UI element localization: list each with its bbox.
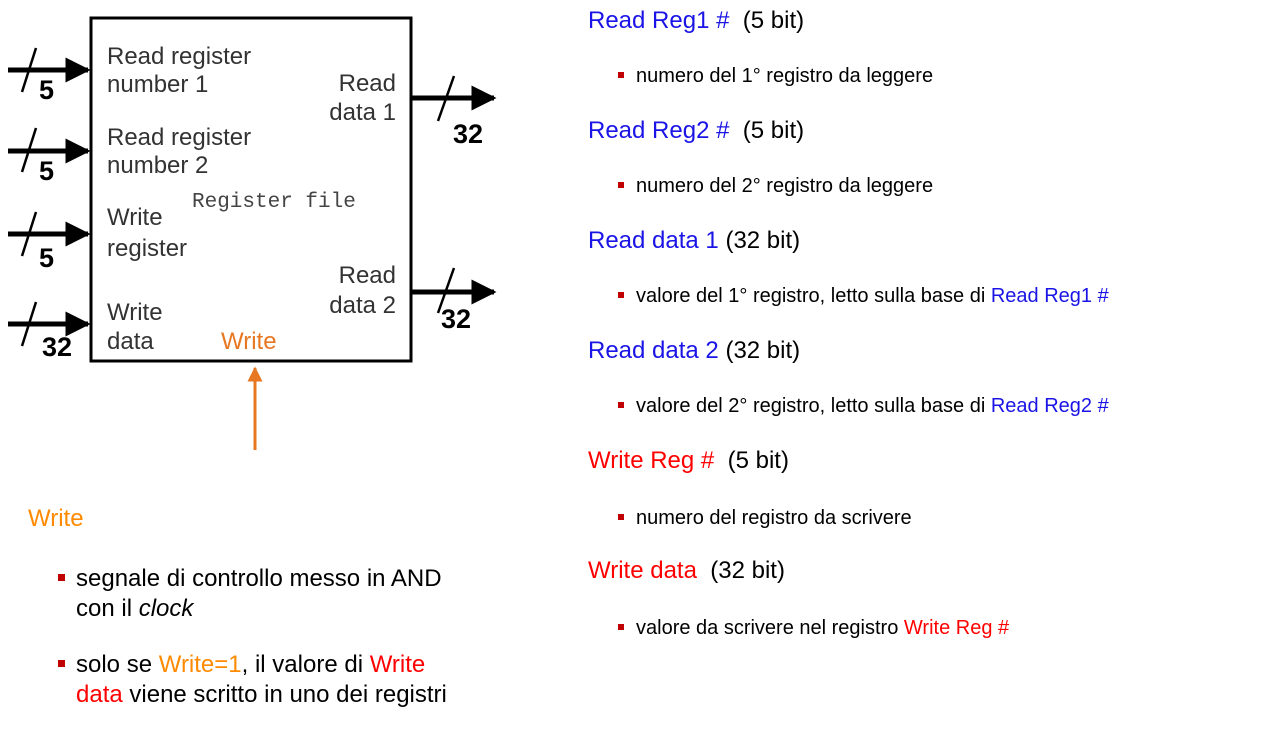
bullet-marker (618, 71, 624, 78)
input-2-label-line2: number 2 (107, 152, 208, 179)
write-reg-heading: Write Reg # (5 bit) (588, 447, 789, 475)
bullet-marker (618, 291, 624, 298)
read-data1-bullet: valore del 1° registro, letto sulla base… (618, 284, 1109, 308)
input-3-width: 5 (39, 243, 54, 273)
input-1-width: 5 (39, 75, 54, 105)
bullet-marker (618, 623, 624, 630)
read-data2-label: Read data 2 (588, 337, 719, 364)
bullet-marker (58, 574, 65, 582)
write-data-desc: valore da scrivere nel registro (636, 617, 904, 639)
write-data-heading: Write data (32 bit) (588, 557, 785, 585)
read-data1-bits: (32 bit) (718, 227, 801, 254)
output-1-bus-slash (436, 75, 456, 122)
read-data1-ref: Read Reg1 # (990, 285, 1109, 307)
write-data-label: Write data (588, 557, 697, 584)
output-2-label-line1: Read (339, 262, 396, 289)
write-data-ref: Write Reg # (903, 617, 1010, 639)
read-data1-heading: Read data 1 (32 bit) (588, 227, 800, 255)
output-2-label-line2: data 2 (329, 292, 396, 319)
write-bullet-2-post: viene scritto in uno dei registri (122, 681, 447, 708)
write-reg-label: Write Reg # (588, 447, 715, 474)
input-1-bus-slash (20, 47, 38, 93)
register-file-title: Register file (192, 191, 356, 214)
bullet-marker (618, 181, 624, 188)
write-bullet-2-pre: solo se (76, 651, 159, 678)
read-data2-ref: Read Reg2 # (990, 395, 1109, 417)
read-data2-bits: (32 bit) (718, 337, 801, 364)
read-reg2-bits: (5 bit) (729, 117, 805, 144)
read-data1-label: Read data 1 (588, 227, 719, 254)
write-bullet-1-text-a: segnale di controllo messo in AND (76, 565, 442, 592)
input-2-width: 5 (39, 156, 54, 186)
read-reg1-bits: (5 bit) (729, 7, 805, 34)
read-data1-desc: valore del 1° registro, letto sulla base… (636, 285, 991, 307)
bullet-marker (618, 513, 624, 520)
output-2-bus-slash (436, 267, 456, 314)
read-reg1-desc: numero del 1° registro da leggere (636, 65, 934, 87)
write-bullet-2-data: data (76, 681, 123, 708)
input-1-label-line2: number 1 (107, 71, 208, 98)
input-1-label-line1: Read register (107, 43, 251, 70)
input-3-label-line2: register (107, 235, 187, 262)
write-data-bullet: valore da scrivere nel registro Write Re… (618, 616, 1009, 640)
write-bullet-2-write: Write (369, 651, 426, 678)
output-1-label-line1: Read (339, 70, 396, 97)
write-bullet-1-text-b: con il (76, 595, 139, 622)
write-reg-bullet: numero del registro da scrivere (618, 506, 912, 530)
write-bullet-1-clock: clock (138, 595, 194, 622)
read-reg1-bullet: numero del 1° registro da leggere (618, 64, 933, 88)
write-reg-desc: numero del registro da scrivere (636, 507, 912, 529)
read-reg2-desc: numero del 2° registro da leggere (636, 175, 934, 197)
register-file-diagram: Read register number 1 Read register num… (8, 16, 497, 450)
bullet-marker (58, 660, 65, 668)
bullet-marker (618, 401, 624, 408)
read-reg1-label: Read Reg1 # (588, 7, 730, 34)
output-2-width: 32 (441, 304, 471, 334)
read-data2-desc: valore del 2° registro, letto sulla base… (636, 395, 991, 417)
input-4-label-line1: Write (107, 299, 163, 326)
input-2-label-line1: Read register (107, 124, 251, 151)
write-bullet-2-write-eq-1: Write=1 (158, 651, 242, 678)
input-4-width: 32 (42, 332, 72, 362)
write-control-label: Write (221, 328, 277, 355)
output-1-label-line2: data 1 (329, 99, 396, 126)
write-reg-bits: (5 bit) (714, 447, 789, 474)
input-3-label-line1: Write (107, 204, 163, 231)
read-reg1-heading: Read Reg1 # (5 bit) (588, 7, 804, 35)
read-data2-bullet: valore del 2° registro, letto sulla base… (618, 394, 1109, 418)
input-4-label-line2: data (107, 328, 154, 355)
register-file-block (89, 16, 413, 363)
read-reg2-label: Read Reg2 # (588, 117, 730, 144)
read-reg2-heading: Read Reg2 # (5 bit) (588, 117, 804, 145)
output-1-width: 32 (453, 119, 483, 149)
input-4-bus-slash (20, 301, 38, 347)
write-bullet-1: segnale di controllo messo in AND con il… (58, 564, 558, 624)
input-2-bus-slash (20, 127, 38, 173)
read-data2-heading: Read data 2 (32 bit) (588, 337, 800, 365)
write-section-title: Write (28, 505, 84, 532)
write-bullet-2: solo se Write=1, il valore di Write data… (58, 650, 558, 710)
read-reg2-bullet: numero del 2° registro da leggere (618, 174, 933, 198)
input-3-bus-slash (20, 211, 38, 257)
write-bullet-2-mid: , il valore di (241, 651, 370, 678)
write-data-bits: (32 bit) (696, 557, 785, 584)
